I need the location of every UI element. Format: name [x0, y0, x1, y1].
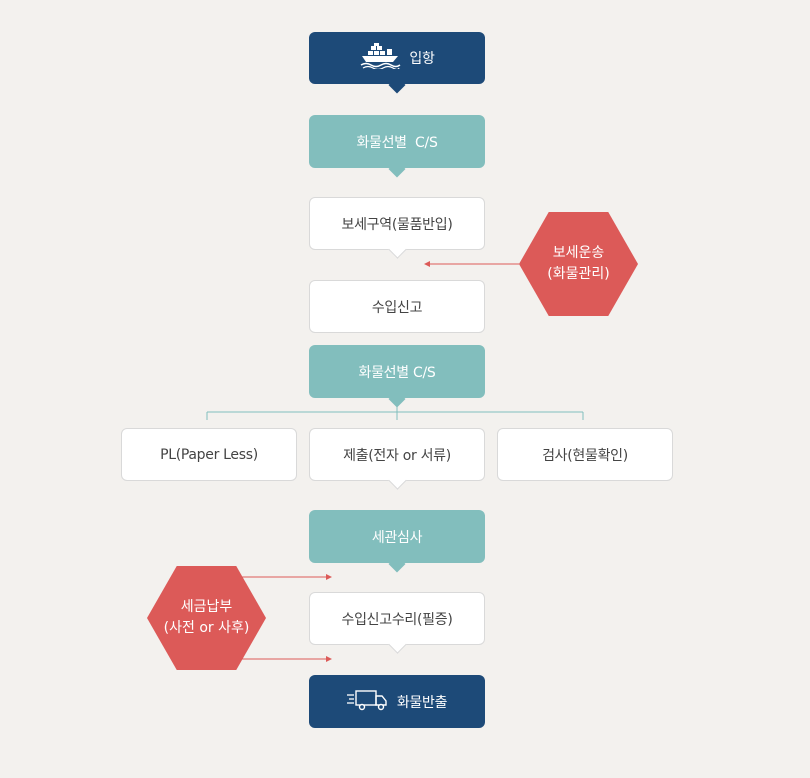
step-arrival: 입항 [309, 32, 485, 94]
step-cargo-selection-2-label: 화물선별 C/S [358, 364, 436, 381]
option-paperless: PL(Paper Less) [121, 428, 297, 481]
step-cargo-selection-1: 화물선별 C/S [309, 115, 485, 178]
step-customs-review-label: 세관심사 [371, 529, 423, 546]
ship-icon [359, 43, 401, 73]
bonded-transport-line2: (화물관리) [547, 266, 610, 282]
tax-payment-line2: (사전 or 사후) [163, 620, 250, 636]
option-inspection: 검사(현물확인) [497, 428, 673, 481]
option-submission: 제출(전자 or 서류) [309, 428, 485, 490]
step-cargo-selection-1-label: 화물선별 C/S [356, 134, 438, 151]
step-cargo-selection-2: 화물선별 C/S [309, 345, 485, 408]
option-paperless-label: PL(Paper Less) [160, 446, 258, 463]
step-bonded-area-label: 보세구역(물품반입) [341, 216, 453, 233]
step-bonded-area: 보세구역(물품반입) [309, 197, 485, 259]
step-arrival-label: 입항 [409, 51, 435, 67]
branch-lines [206, 400, 584, 420]
tax-payment-line1: 세금납부 [180, 599, 233, 615]
step-declaration-acceptance: 수입신고수리(필증) [309, 592, 485, 654]
step-import-declaration: 수입신고 [309, 280, 485, 333]
step-cargo-release: 화물반출 [309, 675, 485, 728]
option-inspection-label: 검사(현물확인) [542, 447, 628, 464]
option-submission-label: 제출(전자 or 서류) [343, 447, 451, 464]
truck-icon [346, 689, 389, 715]
step-cargo-release-label: 화물반출 [396, 694, 448, 711]
step-import-declaration-label: 수입신고 [371, 299, 423, 316]
bonded-transport-line1: 보세운송 [552, 245, 605, 261]
step-declaration-acceptance-label: 수입신고수리(필증) [341, 611, 453, 628]
step-customs-review: 세관심사 [309, 510, 485, 573]
